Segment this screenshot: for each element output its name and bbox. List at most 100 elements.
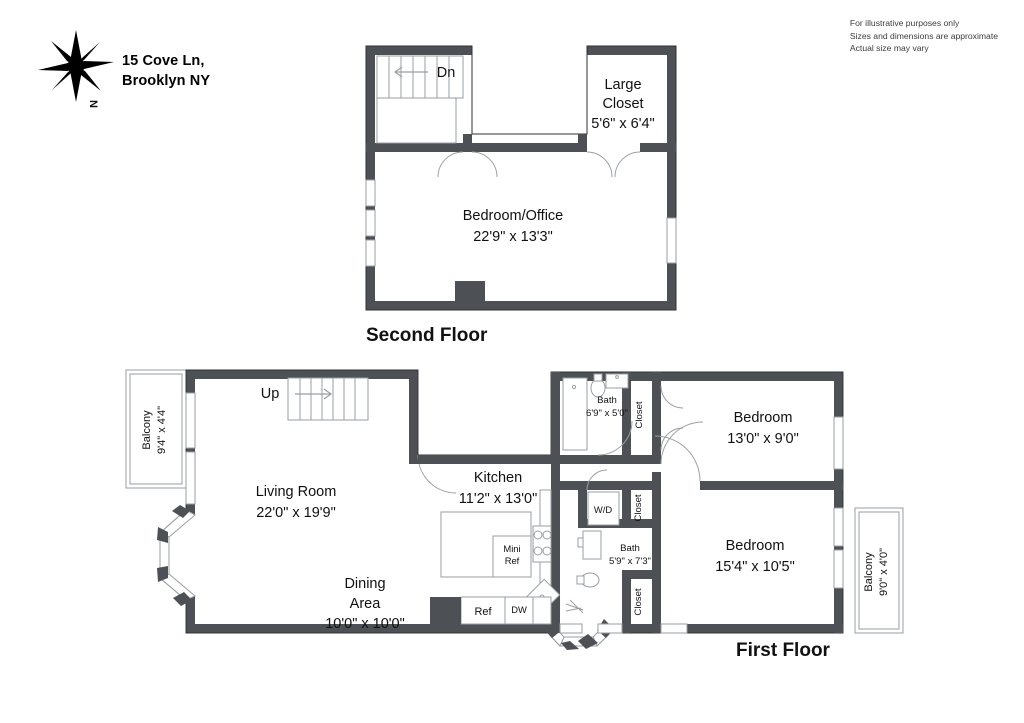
balcony-left-name: Balcony [141,410,153,450]
window-bottom-bedroom2 [660,623,688,634]
dining-name-2: Area [350,596,382,612]
closet2-label-group: Closet [633,494,644,522]
wall-wd-top [560,481,661,490]
room-dims-bedroom-office: 22'9" x 13'3" [473,229,553,245]
first-floor-plan: Balcony 9'4" x 4'4" Balcony 9'0" x 4'0" [125,369,904,661]
stairs-down-label: Dn [437,65,456,81]
dishwasher-label: DW [511,604,527,615]
second-floor-upper-void [463,55,578,143]
wall-kitchen-top [418,455,551,464]
room-label-large-closet-2: Closet [602,96,643,112]
kitchen-name: Kitchen [474,470,522,486]
first-floor-interior-fill [169,379,834,637]
window-bedroom2-right-b [833,549,844,589]
door-swing-stairs [437,151,464,178]
dishwasher-icon [504,596,534,625]
wall-kitchen-right [551,464,560,633]
balcony-right [854,507,904,634]
stairs-up [287,377,369,421]
wall-closet1-right [652,372,661,464]
wall-wd-pier [578,481,587,490]
wall-bath1-left [551,372,560,464]
closet1-pier-bottom [652,450,661,464]
door-swing-closet1-a [660,385,684,409]
wall-mid-bottom [472,143,578,152]
door-swing-closet-right [614,151,641,178]
wall-closet3-top [622,570,661,579]
property-address: 15 Cove Ln, Brooklyn NY [122,52,210,91]
balcony-right-dims: 9'0" x 4'0" [878,548,890,596]
wall-closet3-left [622,570,631,633]
disclaimer-line-3: Actual size may vary [849,43,929,54]
living-room-name: Living Room [256,484,337,500]
door-swing-bedroom2 [654,435,701,482]
first-floor-title: First Floor [736,640,831,661]
bath-upper-name: Bath [597,395,617,406]
closet1-label-group: Closet [634,401,645,429]
second-floor-title: Second Floor [366,325,488,346]
stairs-up-label: Up [261,386,280,402]
window-bedroom2-right-a [833,507,844,547]
door-swing-closet1-b [660,427,684,451]
window-bottom-kitchen [597,623,623,634]
washer-dryer-label: W/D [594,504,612,515]
kitchen-fixtures [430,489,561,625]
washer-dryer-icon [587,491,620,526]
window-right [666,217,677,264]
wall-closet2-left [622,490,631,528]
room-label-bedroom-office: Bedroom/Office [463,208,563,224]
door-swing-bedroom [471,151,498,178]
balcony-left-dims: 9'4" x 4'4" [156,406,168,454]
wall-wd-left [578,490,587,528]
bathtub-icon [562,377,588,451]
door-swing-bedroom1 [660,421,704,465]
address-line-1: 15 Cove Ln, [122,53,205,69]
bath-upper-dims: 6'9" x 5'0" [586,408,628,419]
living-room-dims: 22'0" x 19'9" [256,505,336,521]
window-balcony-left-upper [185,392,196,449]
stove-icon [532,525,552,563]
wall-corner-piece [652,472,661,481]
closet-label-2: Closet [633,494,644,522]
mini-ref-label-2: Ref [505,555,520,566]
mini-refrigerator-icon [492,535,532,578]
disclaimer-line-2: Sizes and dimensions are approximate [849,30,998,41]
compass-rose-icon [38,30,114,102]
bedroom2-name: Bedroom [726,538,785,554]
window-bedroom1-right [833,416,844,470]
wall-closet-bottom-right [640,143,676,152]
wall-between-bedrooms [700,481,843,490]
kitchen-dims: 11'2" x 13'0" [459,491,537,507]
refrigerator-label: Ref [474,606,492,618]
balcony-right-name: Balcony [863,552,875,592]
balcony-left [125,369,187,489]
large-closet-fill [578,55,667,143]
compass-north-label: N [87,100,99,108]
second-floor-outline [365,45,677,311]
pier-bottom [455,281,485,301]
window-bottom-bath [559,623,583,634]
wall-stair-right [463,134,472,152]
door-swing-bath-upper [597,420,633,456]
wall-closet-left [578,134,587,152]
wall-stair-bottom [375,143,463,152]
wall-bedroom2-left [652,481,661,633]
bath-lower-dims: 5'9" x 7'3" [609,556,651,567]
door-swing-closet-left [586,151,613,178]
window-balcony-left-lower [185,451,196,505]
sink-icon [605,373,629,389]
closet-label-3: Closet [633,588,644,616]
door-bath-lower [565,599,584,614]
wall-closet1-bottom [631,455,661,464]
room-dims-large-closet: 5'6" x 6'4" [591,116,654,132]
bath-fixtures-lower [576,530,602,588]
disclaimer-line-1: For illustrative purposes only [849,18,960,28]
pier-kitchen-left [430,597,461,624]
wall-seg [366,143,375,152]
second-floor-plan: Dn Bedroom/Office 22'9" x 13'3" Large Cl… [365,45,677,346]
disclaimer-block: For illustrative purposes only Sizes and… [850,17,998,55]
door-swing-wd [586,469,608,491]
bedroom1-name: Bedroom [734,410,793,426]
bay-window-left [157,505,196,606]
closet-label-1: Closet [634,401,645,429]
